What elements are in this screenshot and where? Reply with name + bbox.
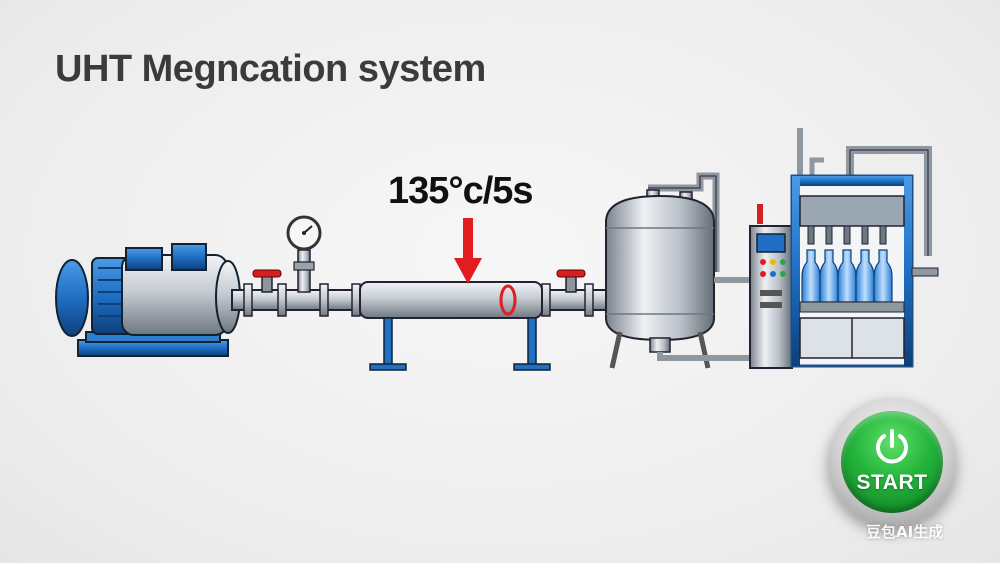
temperature-time-label: 135°c/5s	[388, 170, 534, 212]
storage-tank-icon	[605, 172, 756, 369]
page-title: UHT Megncation system	[55, 48, 486, 90]
bottle-filler-icon	[790, 128, 939, 368]
holding-tube-icon	[359, 281, 551, 371]
start-button-face[interactable]: START	[841, 411, 943, 513]
down-arrow-icon	[454, 218, 482, 284]
motor-pump-icon	[55, 243, 241, 357]
start-button-label: START	[856, 471, 928, 494]
start-button[interactable]: START	[828, 398, 956, 526]
power-icon	[876, 429, 908, 464]
watermark: 豆包AI生成	[866, 523, 944, 541]
control-panel-icon	[749, 204, 793, 369]
valve-icon	[252, 269, 586, 293]
pressure-gauge-icon	[286, 215, 322, 293]
